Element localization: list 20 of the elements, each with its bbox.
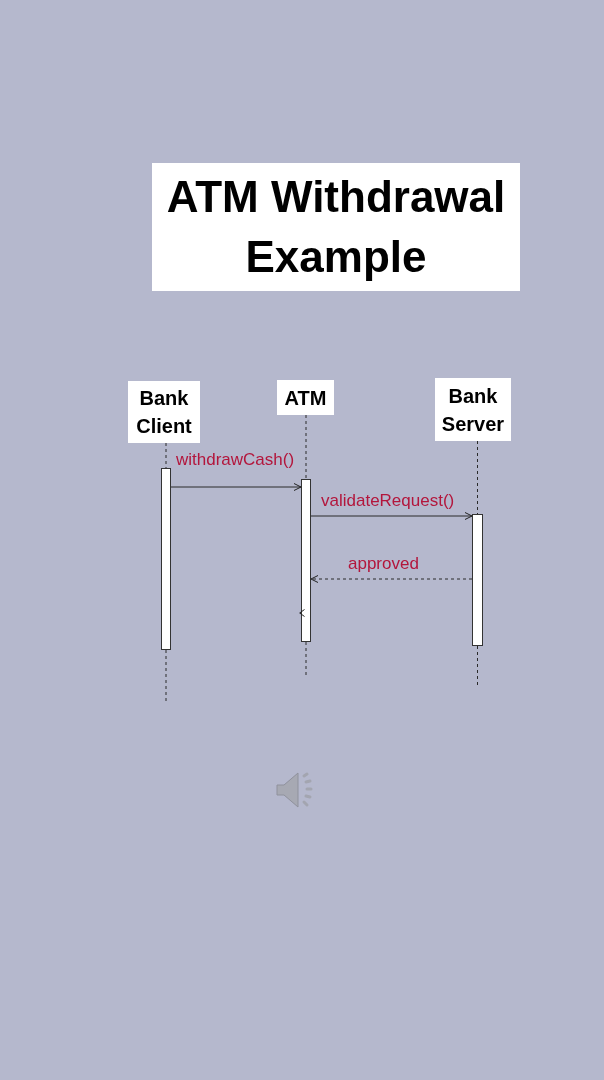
lifeline: [477, 440, 478, 515]
message-arrow: [170, 483, 302, 491]
participant-name: ATM: [284, 385, 327, 411]
message-label: approved: [347, 554, 420, 574]
participant-name: Bank Server: [440, 383, 506, 437]
participant-name: Bank Client: [135, 386, 193, 439]
diagram-title: ATM Withdrawal Example: [152, 163, 520, 291]
activation-bar: [161, 468, 171, 650]
message-arrow: [310, 512, 473, 520]
return-arrow: [310, 575, 473, 583]
message-label: withdrawCash(): [175, 450, 296, 470]
activation-bar: [472, 514, 483, 646]
lifeline: [165, 442, 167, 469]
lifeline: [165, 649, 167, 703]
lifeline: [305, 414, 307, 480]
message-label: validateRequest(): [320, 491, 456, 511]
participant-box: [128, 381, 200, 443]
activation-bar: [301, 479, 311, 642]
participant-box: [277, 380, 334, 415]
lifeline: [305, 641, 307, 678]
